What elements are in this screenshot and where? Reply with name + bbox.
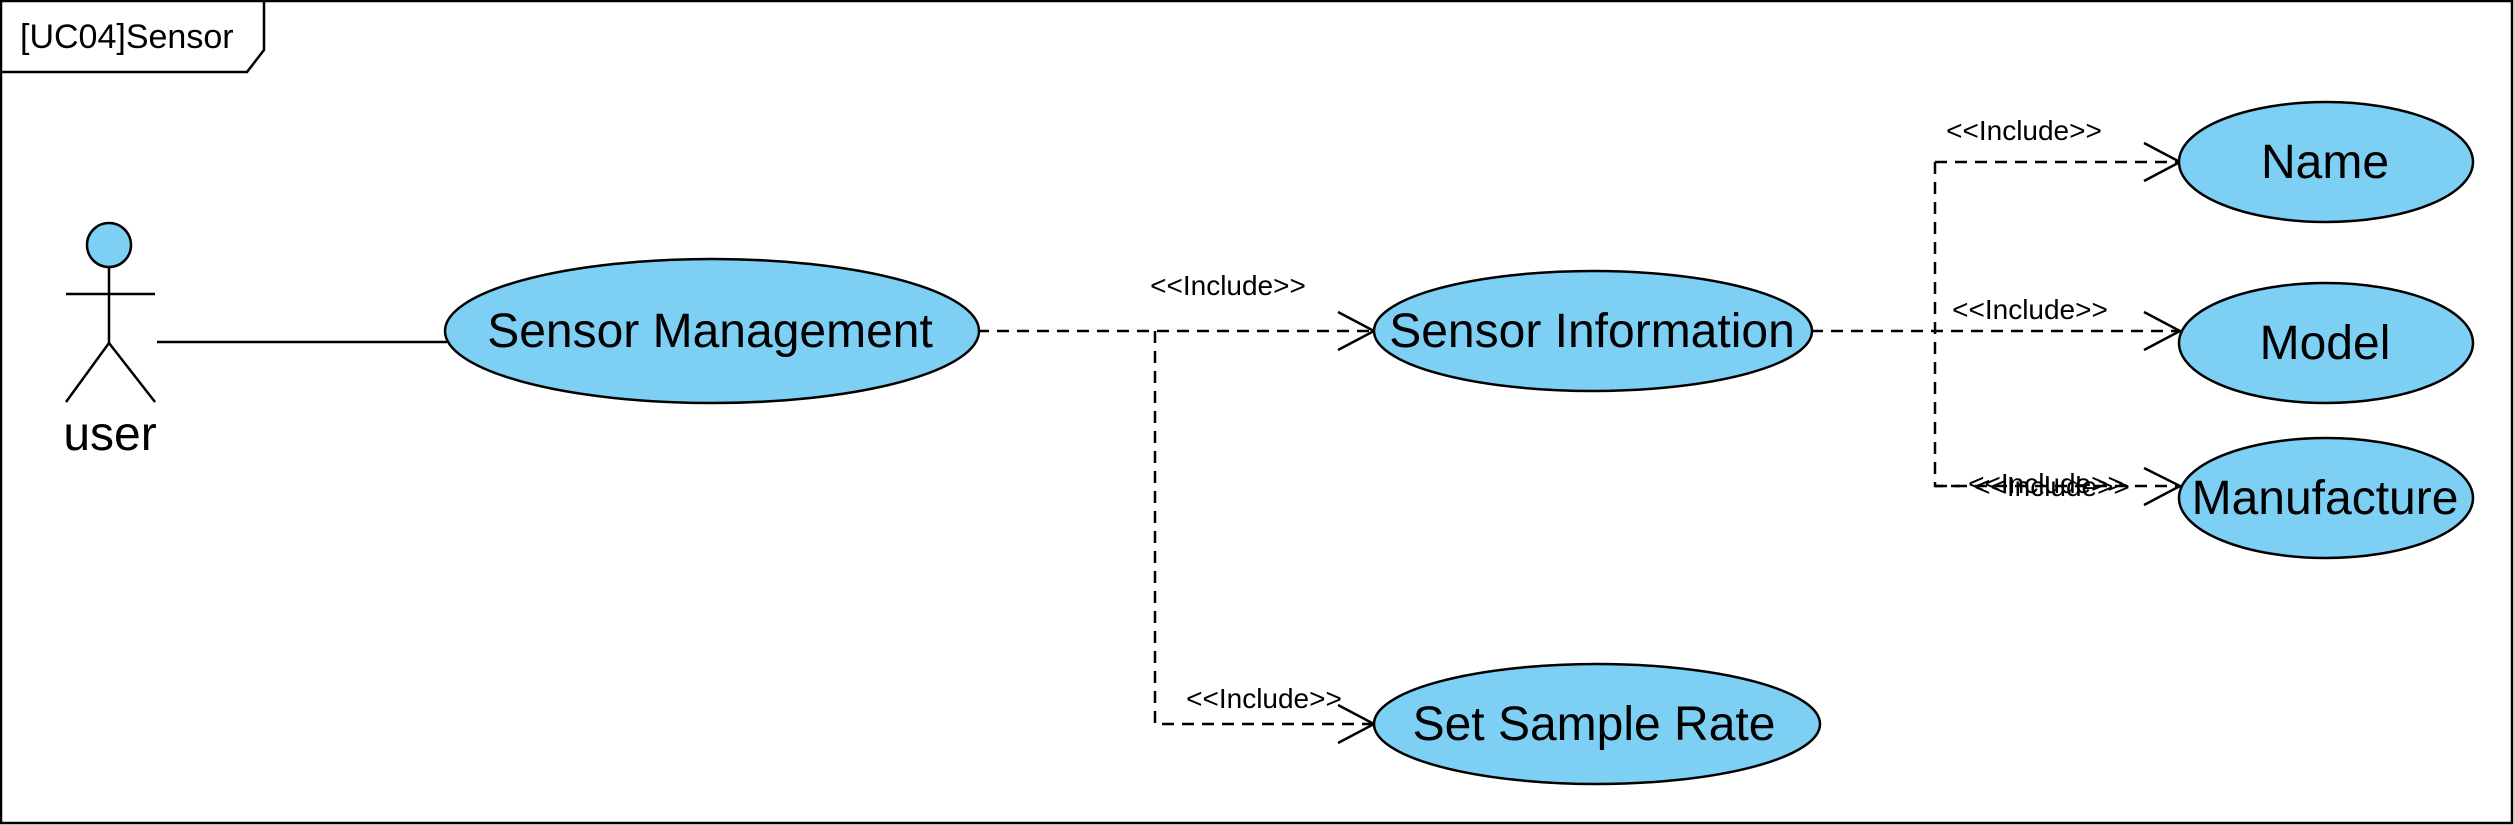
frame-title-tab <box>1 1 266 74</box>
usecase-sensor-management[interactable]: Sensor Management <box>443 257 981 405</box>
usecase-model[interactable]: Model <box>2177 281 2475 405</box>
usecase-manufacture-shape <box>2177 436 2475 560</box>
usecase-sensor-information-label: Sensor Information <box>1389 305 1795 358</box>
include-connector-set-sample-rate <box>1153 331 1372 726</box>
usecase-model-shape <box>2177 281 2475 405</box>
usecase-sensor-information-shape <box>1372 269 1814 393</box>
actor-left-leg <box>64 342 111 403</box>
usecase-manufacture-label: Manufacture <box>2192 472 2459 525</box>
include-label-model: <<Include>> <box>1952 294 2108 325</box>
include-arrowhead-model <box>2143 310 2183 352</box>
actor-right-leg <box>108 342 156 403</box>
include-label-manufacture-b: <<Include>> <box>1974 471 2130 502</box>
include-arrowhead-manufacture <box>2143 466 2183 507</box>
usecase-name[interactable]: Name <box>2177 100 2475 224</box>
usecase-name-label: Name <box>2261 136 2389 189</box>
usecase-manufacture[interactable]: Manufacture <box>2177 436 2475 560</box>
usecase-model-label: Model <box>2260 317 2391 370</box>
usecase-set-sample-rate-label: Set Sample Rate <box>1413 698 1776 751</box>
actor-head <box>85 221 133 269</box>
include-label-name: <<Include>> <box>1946 115 2102 146</box>
usecase-sensor-management-label: Sensor Management <box>487 305 933 358</box>
usecase-sensor-management-shape <box>443 257 981 405</box>
include-label-manufacture-a: <<Include>> <box>1968 468 2124 499</box>
actor-user[interactable]: user <box>63 221 157 461</box>
frame-title: [UC04]Sensor <box>20 18 234 56</box>
usecase-name-shape <box>2177 100 2475 224</box>
usecase-sensor-information[interactable]: Sensor Information <box>1372 269 1814 393</box>
include-label-set-sample-rate: <<Include>> <box>1186 683 1342 714</box>
actor-label: user <box>63 408 156 461</box>
usecase-set-sample-rate-shape <box>1372 662 1822 786</box>
usecase-set-sample-rate[interactable]: Set Sample Rate <box>1372 662 1822 786</box>
include-label-sensor-information: <<Include>> <box>1150 270 1306 301</box>
